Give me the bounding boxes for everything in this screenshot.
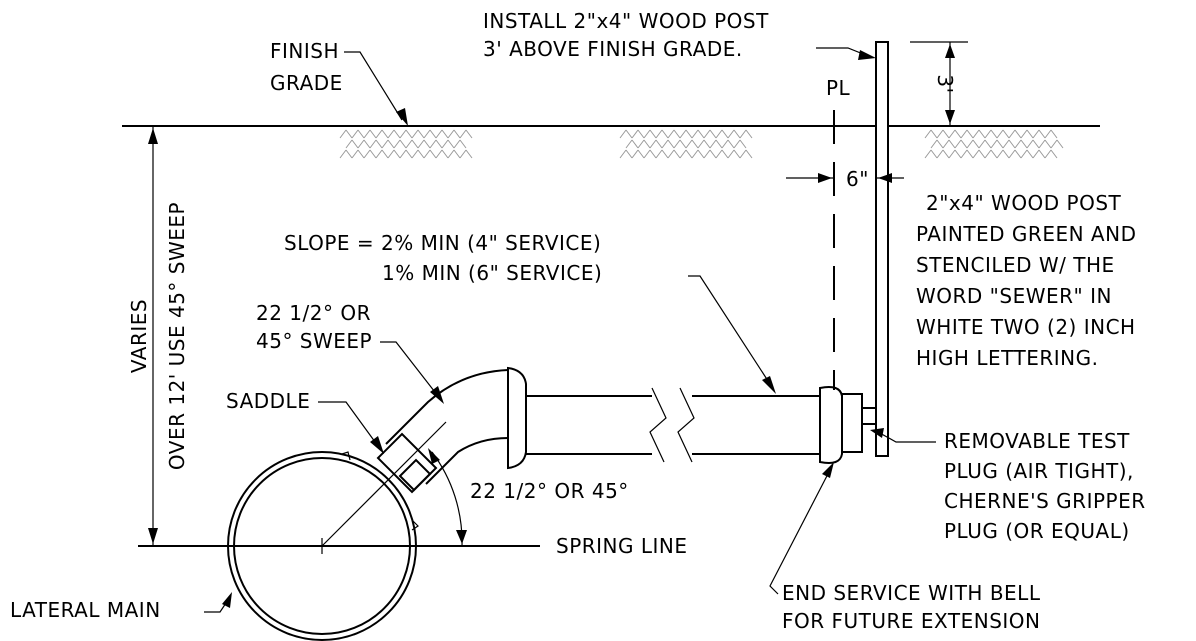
saddle-label: SADDLE bbox=[226, 389, 310, 413]
slope-leader bbox=[688, 275, 771, 385]
end-bell bbox=[819, 386, 843, 464]
finish-grade-label-line1: FINISH bbox=[270, 39, 339, 63]
dimension-6in bbox=[786, 173, 904, 183]
end-service-line2: FOR FUTURE EXTENSION bbox=[782, 609, 1041, 633]
earth-hatch-right bbox=[924, 129, 1064, 159]
test-plug-leader bbox=[877, 431, 936, 443]
post-note: 2"x4" WOOD POST PAINTED GREEN AND STENCI… bbox=[916, 191, 1136, 370]
sweep-label-line1: 22 1/2° OR bbox=[256, 301, 371, 325]
varies-label-line1: VARIES bbox=[127, 299, 151, 373]
dimension-3ft bbox=[910, 41, 968, 126]
test-plug bbox=[841, 393, 863, 453]
earth-hatch-middle bbox=[619, 129, 753, 159]
install-post-note-line2: 3' ABOVE FINISH GRADE. bbox=[483, 37, 743, 61]
sweep-leader bbox=[380, 341, 439, 397]
test-plug-note: REMOVABLE TEST PLUG (AIR TIGHT), CHERNE'… bbox=[944, 429, 1146, 543]
finish-grade-leader bbox=[344, 51, 403, 121]
post-note-line6: HIGH LETTERING. bbox=[916, 346, 1098, 370]
service-pipe bbox=[526, 387, 820, 463]
slope-label-line1: SLOPE = 2% MIN (4" SERVICE) bbox=[284, 231, 601, 255]
test-plug-note-line2: PLUG (AIR TIGHT), bbox=[944, 459, 1134, 483]
test-plug-note-line4: PLUG (OR EQUAL) bbox=[944, 519, 1130, 543]
wood-post bbox=[875, 41, 889, 457]
sweep-label-line2: 45° SWEEP bbox=[256, 329, 372, 353]
post-note-line2: PAINTED GREEN AND bbox=[916, 222, 1136, 246]
test-plug-cap bbox=[861, 407, 877, 425]
angle-label: 22 1/2° OR 45° bbox=[470, 479, 629, 503]
lateral-main-outer bbox=[227, 451, 417, 641]
lateral-main-inner bbox=[233, 457, 411, 635]
dimension-6in-label: 6" bbox=[846, 167, 869, 191]
end-service-line1: END SERVICE WITH BELL bbox=[782, 581, 1041, 605]
radial-centerline bbox=[321, 421, 447, 547]
earth-hatch-left bbox=[339, 129, 473, 159]
end-service-leader bbox=[769, 469, 831, 595]
test-plug-note-line3: CHERNE'S GRIPPER bbox=[944, 489, 1146, 513]
post-note-line5: WHITE TWO (2) INCH bbox=[916, 315, 1136, 339]
saddle-leader bbox=[318, 401, 379, 447]
spring-line-label: SPRING LINE bbox=[556, 534, 688, 558]
install-post-note-line1: INSTALL 2"x4" WOOD POST bbox=[483, 9, 769, 33]
dimension-3ft-label: 3' bbox=[933, 74, 957, 93]
pipe-bell-joint bbox=[507, 366, 527, 470]
saddle bbox=[341, 432, 438, 531]
property-line-label: PL bbox=[826, 76, 851, 100]
varies-label-line2: OVER 12' USE 45° SWEEP bbox=[165, 202, 189, 470]
test-plug-note-line1: REMOVABLE TEST bbox=[944, 429, 1130, 453]
lateral-main-label: LATERAL MAIN bbox=[10, 598, 161, 622]
post-note-line1: 2"x4" WOOD POST bbox=[926, 191, 1122, 215]
post-note-line3: STENCILED W/ THE bbox=[916, 253, 1115, 277]
finish-grade-label-line2: GRADE bbox=[270, 71, 343, 95]
sweep-elbow bbox=[385, 369, 509, 485]
post-note-line4: WORD "SEWER" IN bbox=[916, 284, 1112, 308]
slope-label-line2: 1% MIN (6" SERVICE) bbox=[382, 261, 602, 285]
